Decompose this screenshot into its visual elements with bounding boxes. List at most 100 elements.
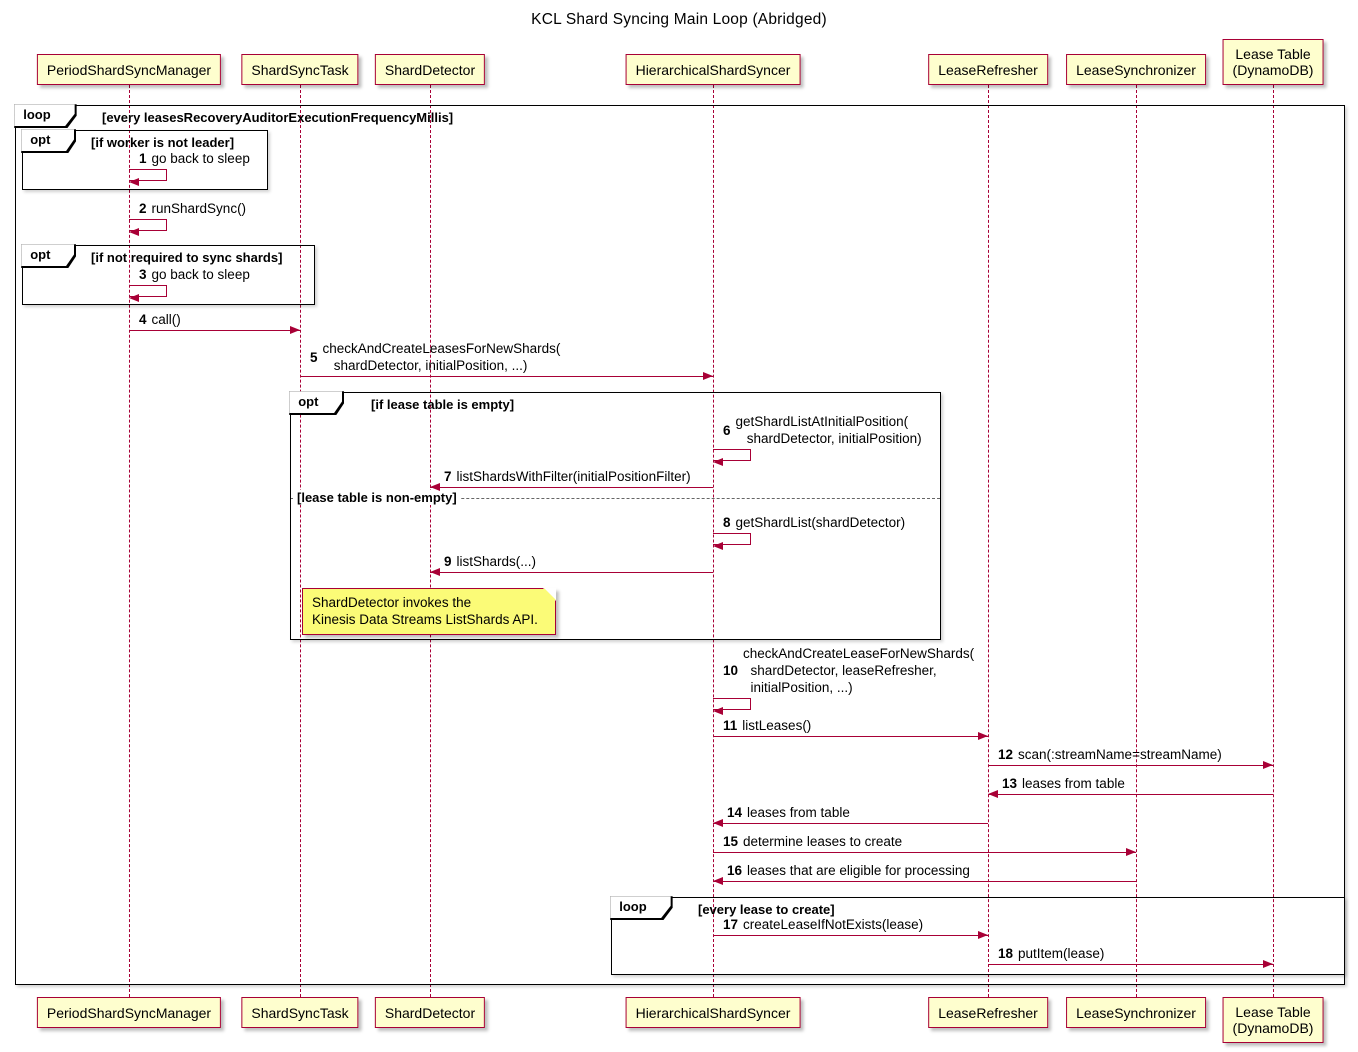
message-1: 1 go back to sleep <box>129 150 250 186</box>
message-number: 6 <box>723 422 731 438</box>
frame-else-divider: [lease table is non-empty] <box>291 490 940 505</box>
message-label: putItem(lease) <box>1018 946 1105 961</box>
message-label: determine leases to create <box>743 834 903 849</box>
arrow-right <box>988 760 1273 770</box>
participant-bottom-lease-refresher: LeaseRefresher <box>928 997 1048 1028</box>
message-label: checkAndCreateLeaseForNewShards( shardDe… <box>743 646 975 695</box>
lifeline-lease-refresher <box>988 85 989 997</box>
frame-tab: opt <box>21 244 77 269</box>
frame-tab-label: opt <box>21 129 75 152</box>
frame-tab-label: loop <box>610 896 671 919</box>
participant-bottom-hierarchical-shard-syncer: HierarchicalShardSyncer <box>625 997 801 1028</box>
message-label: createLeaseIfNotExists(lease) <box>743 917 924 932</box>
arrow-right <box>988 959 1273 969</box>
message-label: leases that are eligible for processing <box>747 863 970 878</box>
message-9: 9 listShards(...) <box>430 553 713 577</box>
lifeline-period-shard-sync-manager <box>129 85 130 997</box>
frame-tab: loop <box>610 896 673 921</box>
message-3: 3 go back to sleep <box>129 266 250 302</box>
frame-condition: [every lease to create] <box>698 902 835 917</box>
participant-bottom-period-shard-sync-manager: PeriodShardSyncManager <box>36 997 222 1028</box>
message-label: checkAndCreateLeasesForNewShards( shardD… <box>322 341 561 373</box>
participant-top-hierarchical-shard-syncer: HierarchicalShardSyncer <box>625 54 801 85</box>
participant-bottom-lease-table: Lease Table (DynamoDB) <box>1222 997 1324 1043</box>
participant-bottom-lease-synchronizer: LeaseSynchronizer <box>1066 997 1206 1028</box>
message-number: 1 <box>139 151 147 166</box>
participant-bottom-shard-detector: ShardDetector <box>374 997 486 1028</box>
message-8: 8 getShardList(shardDetector) <box>713 514 906 550</box>
message-number: 8 <box>723 515 731 530</box>
arrow-left <box>430 567 713 577</box>
message-number: 12 <box>998 747 1014 762</box>
arrow-left <box>430 482 713 492</box>
frame-tab: loop <box>14 104 77 129</box>
lifeline-hierarchical-shard-syncer <box>713 85 714 997</box>
message-number: 5 <box>310 349 318 365</box>
frame-opt-no-sync-needed: opt [if not required to sync shards] <box>21 244 315 305</box>
self-arrow <box>713 533 751 550</box>
participant-top-lease-synchronizer: LeaseSynchronizer <box>1066 54 1206 85</box>
message-13: 13 leases from table <box>988 775 1273 799</box>
participant-top-lease-refresher: LeaseRefresher <box>928 54 1048 85</box>
message-14: 14 leases from table <box>713 804 988 828</box>
message-number: 3 <box>139 267 147 282</box>
message-label: go back to sleep <box>151 151 250 166</box>
arrow-right <box>129 325 300 335</box>
frame-tab-label: opt <box>21 244 75 267</box>
note-shard-detector-api: ShardDetector invokes the Kinesis Data S… <box>302 588 556 635</box>
message-number: 14 <box>727 805 743 820</box>
frame-condition: [if lease table is empty] <box>371 397 515 412</box>
frame-condition: [if worker is not leader] <box>91 135 235 150</box>
message-number: 13 <box>1002 776 1018 791</box>
message-label: leases from table <box>1022 776 1125 791</box>
message-label: getShardListAtInitialPosition( shardDete… <box>735 414 922 446</box>
message-label: getShardList(shardDetector) <box>735 515 906 530</box>
message-16: 16 leases that are eligible for processin… <box>713 862 1136 886</box>
lifeline-lease-synchronizer <box>1136 85 1137 997</box>
participant-top-shard-detector: ShardDetector <box>374 54 486 85</box>
message-number: 9 <box>444 554 452 569</box>
frame-tab-label: loop <box>14 104 75 127</box>
participant-bottom-shard-sync-task: ShardSyncTask <box>241 997 359 1028</box>
self-arrow <box>713 698 751 715</box>
message-2: 2 runShardSync() <box>129 200 247 236</box>
message-label: listShards(...) <box>456 554 537 569</box>
frame-tab: opt <box>21 129 77 154</box>
message-label: listLeases() <box>742 718 812 733</box>
frame-loop-create-lease: loop [every lease to create] <box>610 896 1345 975</box>
self-arrow <box>129 285 167 302</box>
message-number: 7 <box>444 469 452 484</box>
arrow-right <box>713 847 1136 857</box>
diagram-title: KCL Shard Syncing Main Loop (Abridged) <box>531 11 827 28</box>
self-arrow <box>129 169 167 186</box>
message-label: listShardsWithFilter(initialPositionFilt… <box>456 469 691 484</box>
arrow-left <box>713 818 988 828</box>
arrow-right <box>713 930 988 940</box>
lifeline-lease-table <box>1273 85 1274 997</box>
frame-loop-main: loop [every leasesRecoveryAuditorExecuti… <box>14 104 1345 985</box>
self-arrow <box>129 219 167 236</box>
message-label: go back to sleep <box>151 267 250 282</box>
self-arrow <box>713 449 751 466</box>
arrow-right <box>300 371 713 381</box>
frame-opt-lease-table: opt [if lease table is empty] [lease tab… <box>289 391 941 640</box>
message-label: scan(:streamName=streamName) <box>1018 747 1222 762</box>
frame-condition: [if not required to sync shards] <box>91 250 283 265</box>
message-label: call() <box>151 312 181 327</box>
message-number: 4 <box>139 312 147 327</box>
arrow-left <box>988 789 1273 799</box>
message-label: runShardSync() <box>151 201 247 216</box>
message-number: 2 <box>139 201 147 216</box>
message-number: 16 <box>727 863 743 878</box>
message-label: leases from table <box>747 805 850 820</box>
message-number: 17 <box>723 917 739 932</box>
frame-tab: opt <box>289 391 345 416</box>
frame-tab-label: opt <box>289 391 343 414</box>
